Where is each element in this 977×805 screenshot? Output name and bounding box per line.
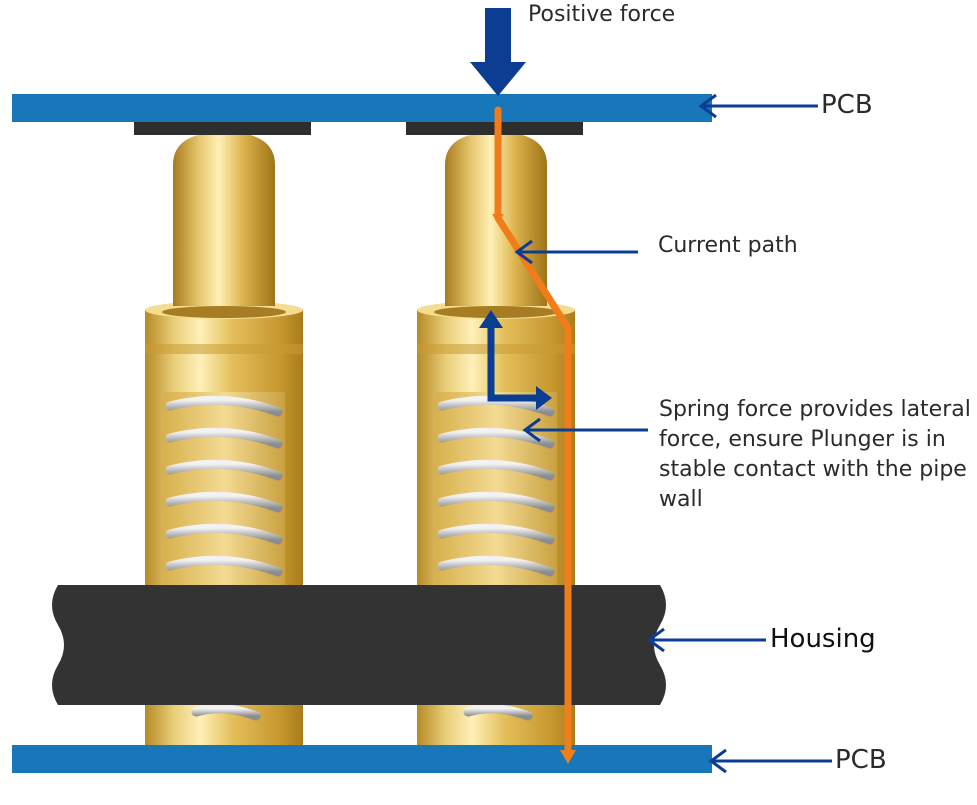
positive-force-label: Positive force <box>528 2 676 27</box>
pcb-bottom <box>12 745 712 773</box>
current-arrowhead-mid <box>492 214 504 224</box>
spring-force-arrow-right-head <box>536 386 552 410</box>
pogo-pin-left <box>134 122 311 748</box>
spring-force-label: Spring force provides lateral force, ens… <box>659 397 971 512</box>
pcb-top <box>12 94 712 122</box>
spring-left <box>165 395 283 721</box>
callout-spring <box>522 417 648 443</box>
housing <box>52 585 666 705</box>
callout-pcb-bottom <box>708 748 832 774</box>
spring-force-arrow-up-head <box>479 310 503 328</box>
callout-pcb-top <box>698 93 818 119</box>
pad-left <box>134 122 311 135</box>
current-path-label: Current path <box>658 233 798 258</box>
pcb-bottom-label: PCB <box>835 745 887 775</box>
positive-force-arrow <box>470 8 526 96</box>
plunger-left <box>173 132 275 306</box>
current-arrowhead-end <box>560 750 576 764</box>
pcb-top-label: PCB <box>821 90 873 120</box>
housing-label: Housing <box>770 624 876 654</box>
spring-force-arrow <box>487 324 538 402</box>
callout-housing <box>646 627 766 653</box>
callout-current-path <box>514 239 638 265</box>
current-path <box>494 106 572 756</box>
